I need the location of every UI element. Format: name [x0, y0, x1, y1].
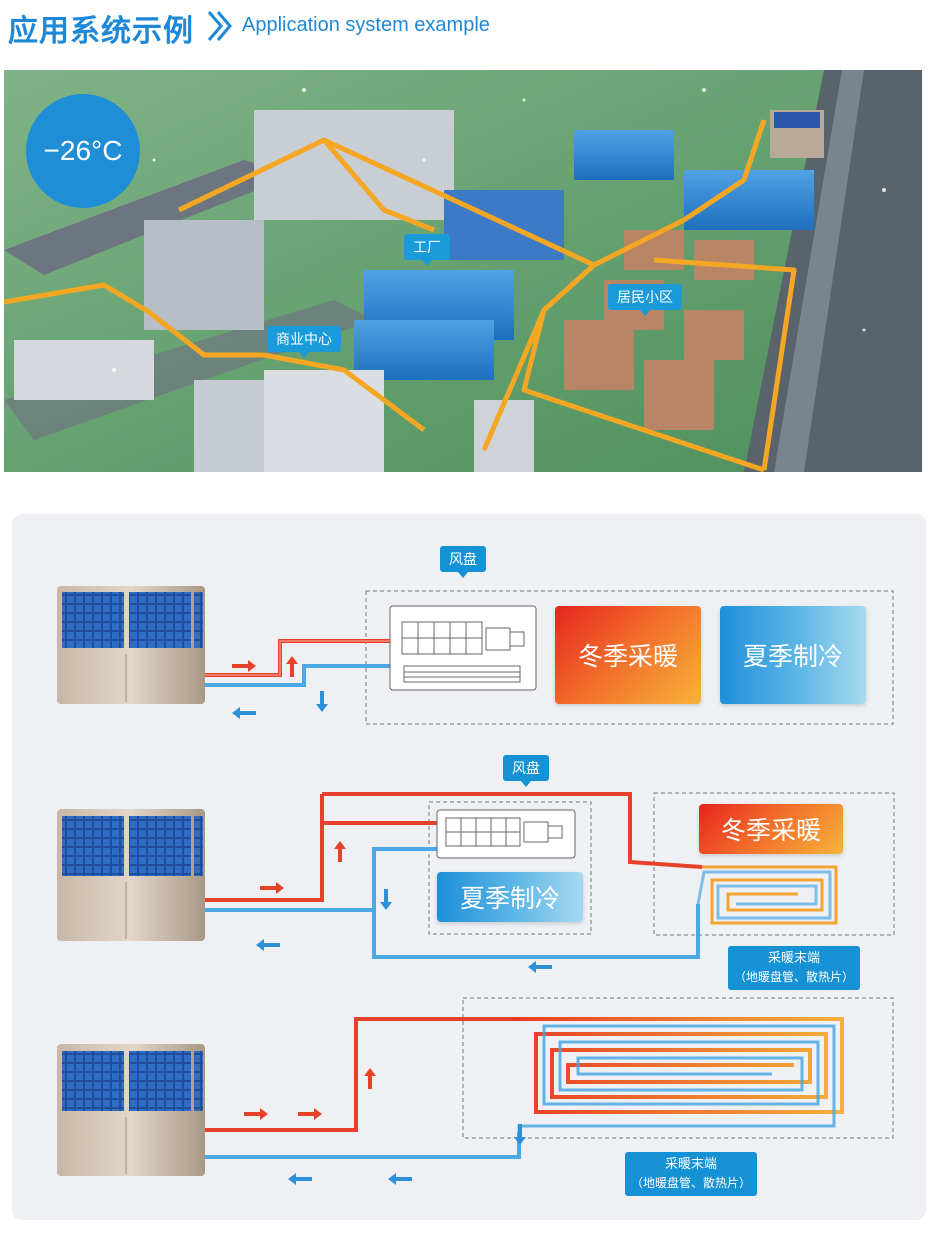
heating-terminal-note: （地暖盘管、散热片）: [734, 970, 855, 984]
heating-terminal-note: （地暖盘管、散热片）: [631, 1176, 752, 1190]
heat-pump-unit-3: [57, 1044, 205, 1176]
pipe-schematics: [57, 586, 895, 1185]
label-residential: 居民小区: [608, 284, 682, 316]
page-header: 应用系统示例 Application system example: [0, 0, 930, 60]
summer-cooling-tile-1: 夏季制冷: [720, 606, 866, 704]
city-scene-art: [4, 70, 922, 472]
heat-pump-unit-1: [57, 586, 205, 704]
fan-coil-badge-2: 风盘: [503, 755, 549, 787]
label-commercial: 商业中心: [267, 326, 341, 358]
heating-terminal-badge-3: 采暖末端 （地暖盘管、散热片）: [625, 1152, 758, 1196]
heating-terminal-title: 采暖末端: [768, 951, 821, 966]
heat-pump-unit-2: [57, 809, 205, 941]
winter-heating-tile-2: 冬季采暖: [699, 804, 843, 854]
heating-terminal-badge-2: 采暖末端 （地暖盘管、散热片）: [728, 946, 861, 990]
system-diagrams-panel: 风盘 冬季采暖 夏季制冷 风盘 冬季采暖 夏季制冷 采暖末端 （地暖盘管、散热片…: [12, 514, 926, 1220]
page-title: 应用系统示例: [8, 14, 194, 49]
label-factory: 工厂: [404, 234, 450, 266]
page-subtitle: Application system example: [242, 14, 490, 36]
floor-heating-coil-2: [696, 865, 838, 925]
summer-cooling-tile-2: 夏季制冷: [437, 872, 583, 922]
floor-heating-coil-3: [512, 1017, 844, 1132]
temperature-badge: −26°C: [26, 94, 140, 208]
heating-terminal-title: 采暖末端: [665, 1157, 718, 1172]
fan-coil-badge-1: 风盘: [440, 546, 486, 578]
city-scene-illustration: −26°C 工厂 居民小区 商业中心: [4, 70, 922, 472]
chevron-right-icon: [207, 11, 232, 41]
winter-heating-tile-1: 冬季采暖: [555, 606, 701, 704]
